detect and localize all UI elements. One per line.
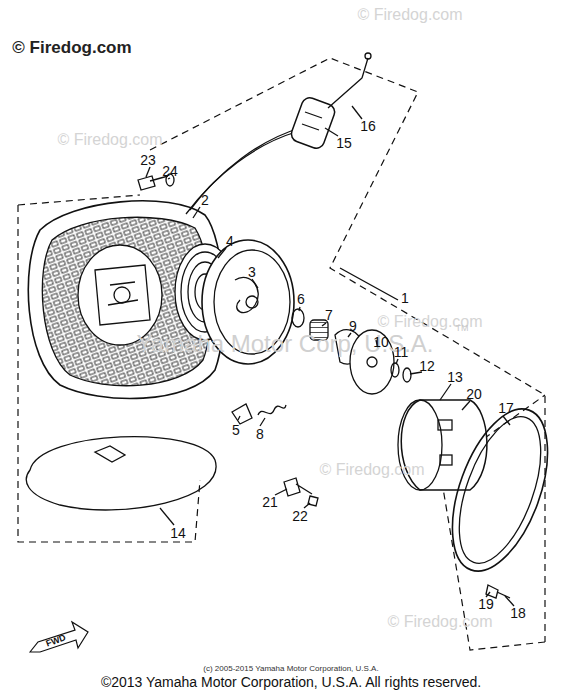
trademark: TM	[456, 324, 469, 333]
callout-number: 22	[292, 509, 308, 523]
watermark: © Firedog.com	[12, 39, 131, 56]
copyright-note: (c) 2005-2015 Yamaha Motor Corporation, …	[203, 665, 378, 673]
callout-number: 1	[401, 291, 409, 305]
copyright-note: ©2013 Yamaha Motor Corporation, U.S.A. A…	[101, 675, 481, 689]
callout-number: 3	[248, 265, 256, 279]
callout-number: 2	[201, 193, 209, 207]
callout-number: 12	[419, 359, 435, 373]
callout-number: 20	[466, 387, 482, 401]
watermark: © Firedog.com	[57, 132, 162, 148]
callout-number: 8	[256, 427, 264, 441]
callout-number: 10	[373, 335, 389, 349]
watermark: © Firedog.com	[357, 7, 462, 23]
callout-number: 5	[232, 423, 240, 437]
callout-number: 17	[498, 401, 514, 415]
callout-number: 15	[336, 136, 352, 150]
callout-number: 19	[478, 597, 494, 611]
callout-number: 16	[360, 119, 376, 133]
callout-number: 23	[140, 153, 156, 167]
callout-number: 7	[325, 308, 333, 322]
watermark: © Firedog.com	[387, 614, 492, 630]
callout-number: 4	[226, 234, 234, 248]
callout-number: 11	[394, 345, 409, 359]
callout-number: 21	[262, 495, 278, 509]
callout-number: 18	[510, 606, 526, 620]
callout-number: 14	[170, 526, 186, 540]
callout-number: 9	[349, 319, 357, 333]
watermark: © Firedog.com	[319, 462, 424, 478]
callout-number: 13	[447, 370, 463, 384]
watermark: Yamaha Motor Corp, U.S.A.	[137, 332, 434, 356]
callout-number: 6	[297, 292, 305, 306]
callout-number: 24	[162, 164, 178, 178]
